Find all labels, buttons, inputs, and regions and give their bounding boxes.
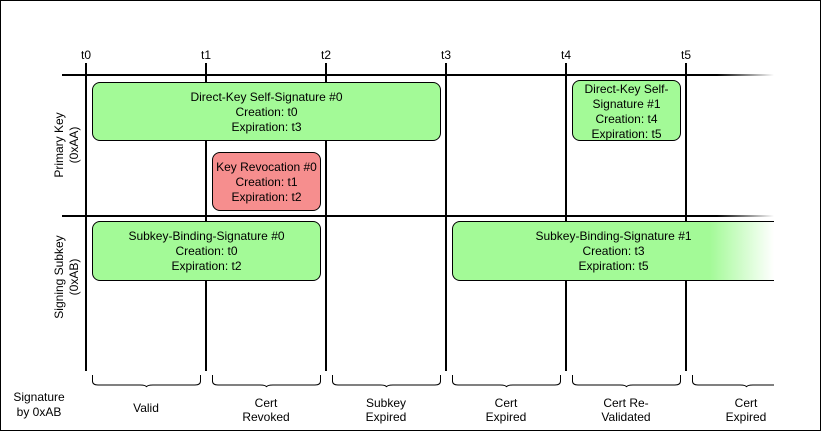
interval-brace-1	[212, 375, 321, 388]
row-label-signing-subkey: Signing Subkey (0xAB)	[52, 235, 81, 319]
tick-label-t0: t0	[80, 48, 91, 62]
time-line-t3	[445, 63, 447, 371]
tick-label-t2: t2	[320, 48, 331, 62]
interval-brace-5	[692, 375, 774, 388]
status-subkey-expired: Subkey Expired	[365, 396, 407, 424]
key-revocation-0: Key Revocation #0 Creation: t1 Expiratio…	[212, 152, 321, 211]
time-line-t2	[325, 63, 327, 371]
subkey-binding-signature-1: Subkey-Binding-Signature #1 Creation: t3…	[452, 221, 774, 281]
signing-subkey-row-line	[62, 215, 774, 217]
time-line-t1	[205, 63, 207, 371]
interval-brace-0	[92, 375, 201, 388]
time-line-t4	[565, 63, 567, 371]
direct-key-self-signature-0: Direct-Key Self-Signature #0 Creation: t…	[92, 82, 441, 141]
primary-key-row-line	[62, 74, 774, 76]
subkey-binding-signature-0: Subkey-Binding-Signature #0 Creation: t0…	[92, 221, 321, 281]
status-cert-revalidated: Cert Re- Validated	[601, 396, 651, 424]
tick-label-t5: t5	[680, 48, 691, 62]
status-cert-expired-final: Cert Expired	[725, 396, 767, 424]
row-label-primary-key: Primary Key (0xAA)	[52, 112, 81, 178]
status-cert-revoked: Cert Revoked	[242, 396, 290, 424]
interval-brace-2	[332, 375, 441, 388]
status-valid: Valid	[133, 401, 159, 415]
time-line-t5	[685, 63, 687, 371]
interval-brace-4	[572, 375, 681, 388]
time-line-t0	[85, 63, 87, 371]
tick-label-t1: t1	[200, 48, 211, 62]
interval-brace-3	[452, 375, 561, 388]
direct-key-self-signature-1: Direct-Key Self- Signature #1 Creation: …	[572, 80, 681, 141]
tick-label-t3: t3	[440, 48, 451, 62]
tick-label-t4: t4	[560, 48, 571, 62]
signature-row-label: Signature by 0xAB	[13, 390, 65, 419]
status-cert-expired: Cert Expired	[485, 396, 527, 424]
